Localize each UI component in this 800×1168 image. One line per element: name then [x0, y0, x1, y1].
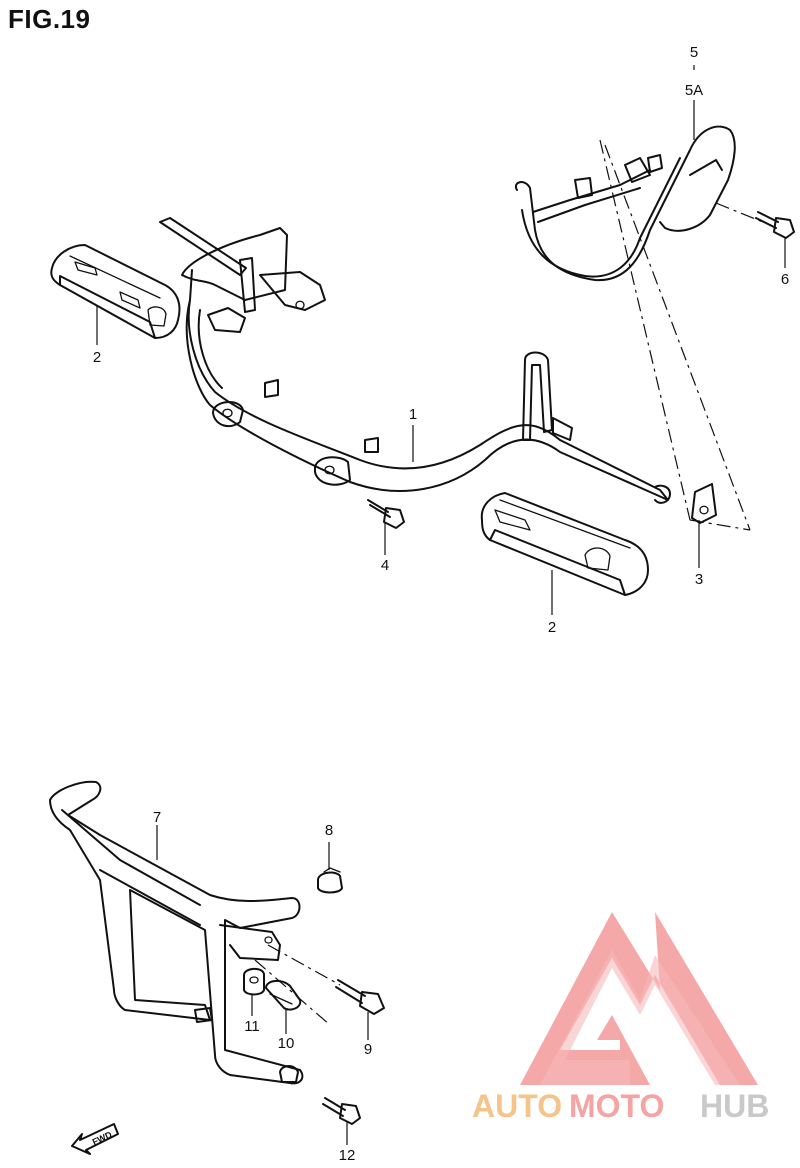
callout-9: 9 — [364, 1041, 372, 1058]
part-4-bolt — [367, 499, 405, 529]
callout-10: 10 — [278, 1035, 295, 1052]
leader-lines — [96, 65, 786, 1145]
part-3-plate — [691, 483, 717, 524]
watermark-moto: MOTO — [569, 1088, 664, 1124]
watermark-logo — [520, 912, 758, 1085]
callout-7: 7 — [153, 809, 161, 826]
fwd-label: FWD — [91, 1129, 114, 1147]
callout-5: 5 — [690, 44, 698, 61]
watermark-hub: HUB — [700, 1088, 769, 1124]
part-7-front-guard — [49, 780, 304, 1085]
callout-5a: 5A — [685, 82, 703, 99]
watermark-auto: AUTO — [472, 1088, 562, 1124]
part-8-plug — [317, 867, 343, 894]
callout-8: 8 — [325, 822, 333, 839]
part-6-bolt — [755, 211, 795, 239]
figure-title: FIG.19 — [8, 4, 91, 34]
callout-6: 6 — [781, 271, 789, 288]
part-11-nut — [243, 967, 265, 996]
callout-12: 12 — [339, 1147, 356, 1164]
callout-2-right: 2 — [548, 619, 556, 636]
callout-11: 11 — [244, 1018, 260, 1035]
part-2-step-pad-left — [50, 244, 181, 339]
part-12-bolt — [322, 1097, 361, 1125]
part-10-collar — [265, 980, 302, 1011]
watermark-text: AUTO MOTO HUB — [472, 1088, 769, 1124]
part-9-bolt — [335, 979, 385, 1015]
part-5-rear-guard — [514, 125, 736, 282]
callout-1: 1 — [409, 406, 417, 423]
callout-2-left: 2 — [93, 349, 101, 366]
part-1-main-frame — [159, 217, 671, 504]
callout-4: 4 — [381, 557, 389, 574]
callout-3: 3 — [695, 571, 703, 588]
callout-labels: 1 2 2 3 4 5 5A 6 7 8 9 10 11 12 — [93, 44, 789, 1164]
part-2-step-pad-right — [480, 492, 649, 596]
fwd-arrow-icon: FWD — [71, 1123, 119, 1155]
